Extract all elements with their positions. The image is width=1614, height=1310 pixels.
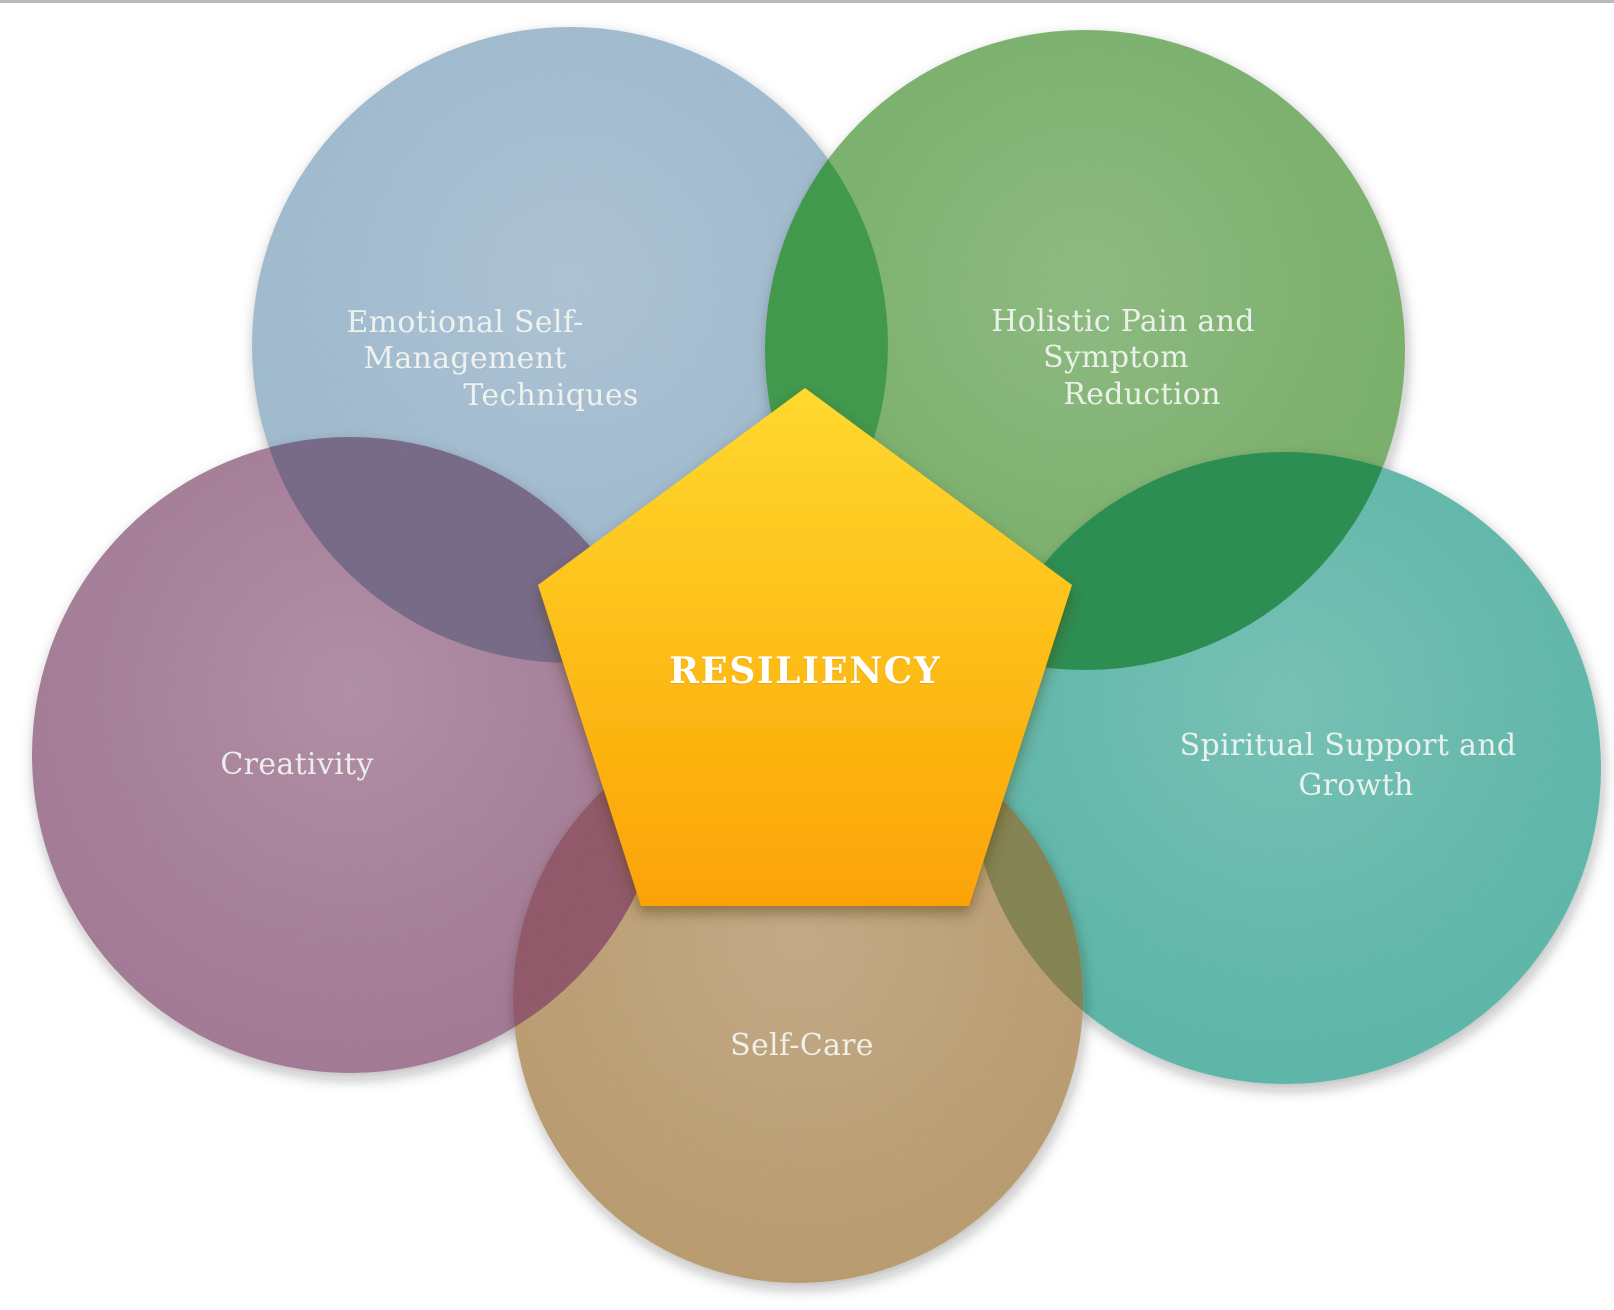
label-line: Emotional Self- <box>346 305 584 340</box>
label-line: Reduction <box>1063 377 1221 412</box>
label-line: Techniques <box>463 378 639 413</box>
label-line: Holistic Pain and <box>991 304 1255 339</box>
label-line: Spiritual Support and <box>1179 728 1517 763</box>
resiliency-pentagon <box>538 388 1072 906</box>
pentagon-label-resiliency: RESILIENCY <box>668 650 942 692</box>
label-line: Management <box>363 341 567 376</box>
label-line: Symptom <box>1043 340 1189 375</box>
slide-top-border <box>0 0 1614 3</box>
label-line: Creativity <box>220 747 374 782</box>
label-line: Growth <box>1298 768 1414 803</box>
label-line: Self-Care <box>730 1028 874 1063</box>
